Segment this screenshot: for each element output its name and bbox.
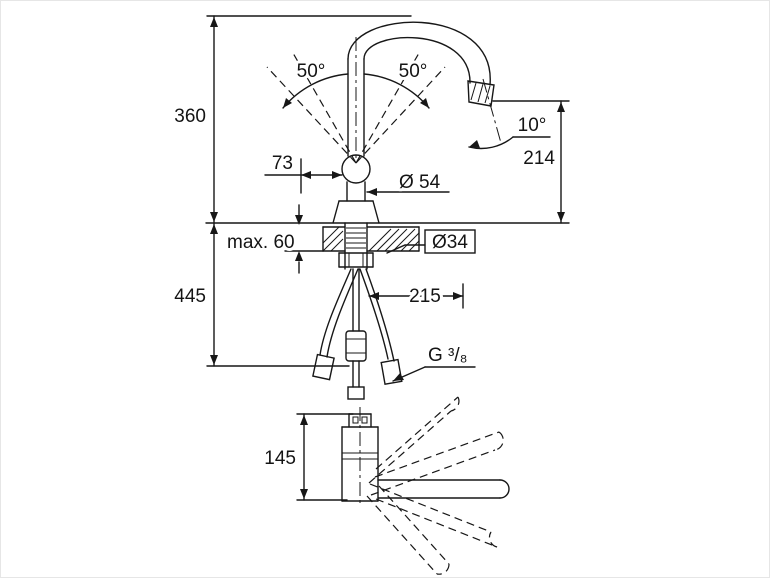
counter-deck-section (322, 226, 420, 252)
dimension-labels: 360 445 50° 50° 10° 214 73 Ø 54 max. 60 … (171, 58, 558, 472)
dim-label-thread-size: G ³/₈ (428, 345, 468, 366)
swivel-line-left-inner (292, 52, 357, 164)
threaded-shank (344, 222, 368, 270)
hose-connector-center (347, 386, 365, 400)
supply-hose-right (359, 268, 403, 386)
outlet-hatch (470, 82, 477, 101)
outlet-hatch (477, 83, 484, 103)
swung-arm-down-low (369, 483, 498, 548)
cap-detail (352, 416, 359, 424)
spout-inner-curve (363, 36, 471, 84)
dim-label-base-diameter: Ø 54 (399, 172, 441, 193)
dim-label-145: 145 (264, 448, 296, 469)
hose-weight (345, 330, 367, 362)
faucet-front-view (205, 21, 570, 400)
faucet-side-view (296, 396, 510, 575)
hose-connector-right (380, 358, 403, 386)
swivel-line-right-outer (355, 66, 446, 164)
hose-connector-left (312, 353, 335, 381)
base-left (332, 200, 340, 224)
swung-arm-up-high (368, 396, 460, 484)
dimension-annotations (206, 15, 570, 382)
dim-label-73: 73 (272, 153, 293, 174)
swung-arm-up-low (370, 431, 504, 496)
swung-arm-down-high (366, 485, 450, 575)
leader-line-34 (386, 244, 426, 254)
dim-label-max-60: max. 60 (227, 232, 295, 253)
callout-box-34 (424, 229, 476, 254)
angle-arc-10 (468, 136, 514, 150)
dim-label-swivel-right: 50° (399, 61, 428, 82)
dim-label-445: 445 (174, 286, 206, 307)
spout-outer-curve (347, 21, 491, 86)
swivel-line-right-inner (355, 52, 420, 164)
dim-label-outlet-angle: 10° (518, 115, 547, 136)
arrowhead (420, 98, 429, 108)
dim-label-360: 360 (174, 106, 206, 127)
dim-label-hole-diameter: Ø34 (432, 232, 468, 253)
dim-label-214: 214 (523, 148, 555, 169)
mounting-nut (338, 252, 374, 268)
base-right (372, 200, 380, 224)
dim-label-swivel-left: 50° (297, 61, 326, 82)
dim-label-215: 215 (409, 286, 441, 307)
supply-hose-left (312, 268, 359, 381)
outlet-hatch (484, 85, 491, 104)
arm-end-cap (499, 479, 510, 499)
arrowhead (283, 98, 292, 108)
spout-outlet (467, 80, 495, 107)
cap-detail (361, 416, 368, 424)
swivel-ball-joint (341, 154, 371, 184)
swivel-line-left-outer (266, 66, 357, 164)
outlet-axis-line (482, 78, 502, 144)
